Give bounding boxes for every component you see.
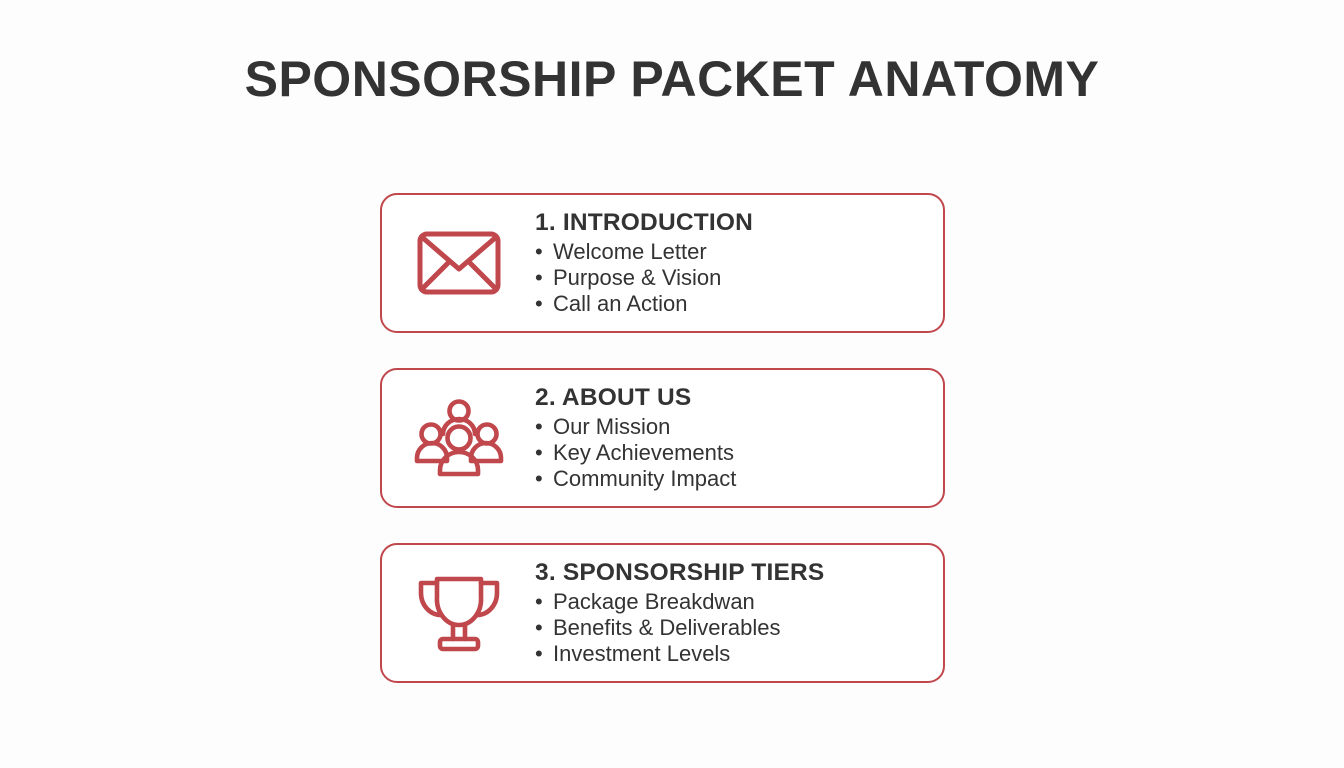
list-item: • Call an Action <box>535 291 933 317</box>
list-item-label: Investment Levels <box>553 640 731 666</box>
list-item: • Key Achievements <box>535 440 933 466</box>
list-item-label: Our Mission <box>553 413 671 439</box>
list-item: • Welcome Letter <box>535 239 933 265</box>
list-item-label: Key Achievements <box>553 439 734 465</box>
bullet-dot-icon: • <box>535 439 543 465</box>
list-item: • Purpose & Vision <box>535 265 933 291</box>
section-bullet-list: • Our Mission • Key Achievements • Commu… <box>535 414 933 492</box>
section-body: 2. ABOUT US • Our Mission • Key Achievem… <box>535 384 943 491</box>
bullet-dot-icon: • <box>535 290 543 316</box>
list-item-label: Benefits & Deliverables <box>553 614 781 640</box>
list-item: • Our Mission <box>535 414 933 440</box>
section-card-about-us[interactable]: 2. ABOUT US • Our Mission • Key Achievem… <box>380 368 945 508</box>
section-body: 3. SPONSORSHIP TIERS • Package Breakdwan… <box>535 559 943 666</box>
bullet-dot-icon: • <box>535 413 543 439</box>
section-card-list: 1. INTRODUCTION • Welcome Letter • Purpo… <box>380 193 945 683</box>
people-group-icon <box>382 398 535 478</box>
list-item: • Benefits & Deliverables <box>535 615 933 641</box>
section-heading: 2. ABOUT US <box>535 384 692 412</box>
trophy-icon <box>382 571 535 655</box>
section-card-introduction[interactable]: 1. INTRODUCTION • Welcome Letter • Purpo… <box>380 193 945 333</box>
list-item-label: Call an Action <box>553 290 688 316</box>
section-heading: 3. SPONSORSHIP TIERS <box>535 559 825 587</box>
list-item: • Community Impact <box>535 466 933 492</box>
bullet-dot-icon: • <box>535 614 543 640</box>
envelope-icon <box>382 230 535 296</box>
section-bullet-list: • Welcome Letter • Purpose & Vision • Ca… <box>535 239 933 317</box>
bullet-dot-icon: • <box>535 465 543 491</box>
bullet-dot-icon: • <box>535 588 543 614</box>
list-item-label: Community Impact <box>553 465 737 491</box>
page-title: SPONSORSHIP PACKET ANATOMY <box>244 51 1100 107</box>
section-heading: 1. INTRODUCTION <box>535 209 754 237</box>
list-item-label: Welcome Letter <box>553 238 707 264</box>
list-item: • Package Breakdwan <box>535 589 933 615</box>
list-item-label: Package Breakdwan <box>553 588 755 614</box>
list-item: • Investment Levels <box>535 641 933 667</box>
section-body: 1. INTRODUCTION • Welcome Letter • Purpo… <box>535 209 943 316</box>
section-bullet-list: • Package Breakdwan • Benefits & Deliver… <box>535 589 933 667</box>
list-item-label: Purpose & Vision <box>553 264 722 290</box>
section-card-sponsorship-tiers[interactable]: 3. SPONSORSHIP TIERS • Package Breakdwan… <box>380 543 945 683</box>
bullet-dot-icon: • <box>535 264 543 290</box>
bullet-dot-icon: • <box>535 238 543 264</box>
bullet-dot-icon: • <box>535 640 543 666</box>
